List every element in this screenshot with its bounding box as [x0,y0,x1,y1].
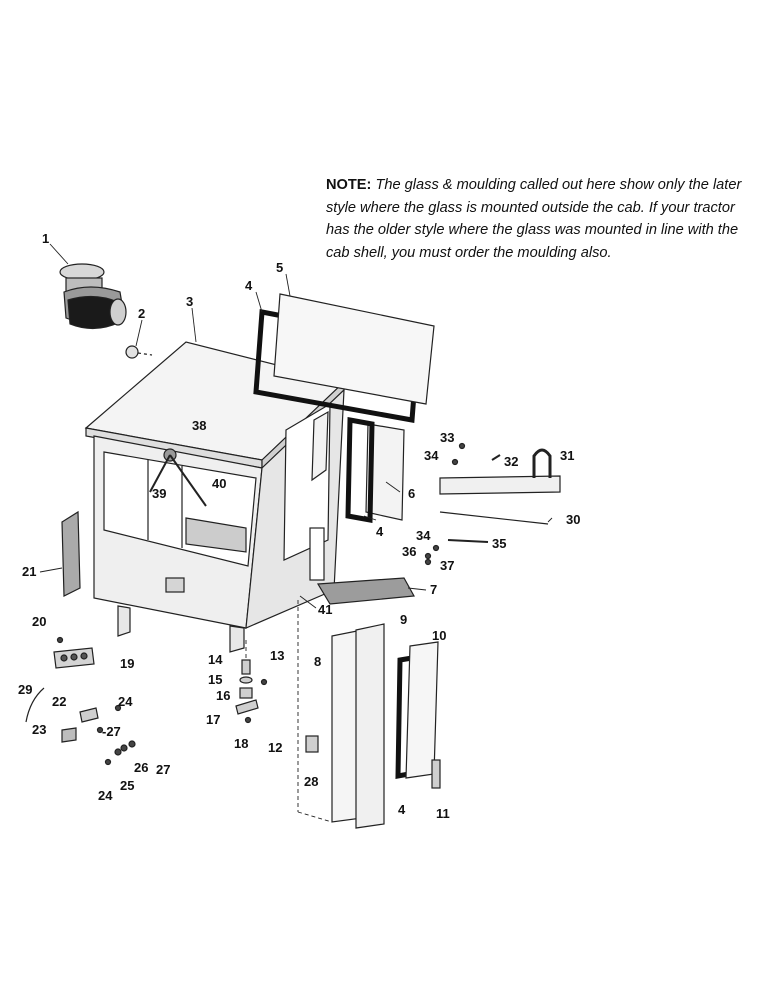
callout-23: 23 [32,722,46,737]
callout-37: 37 [440,558,454,573]
callout-19: 19 [120,656,134,671]
callout-7: 7 [430,582,437,597]
callout-15: 15 [208,672,222,687]
callout-28: 28 [304,774,318,789]
floor-mat-part [316,577,415,605]
callout-34a: 34 [424,448,439,463]
glass-side-part [365,423,405,521]
callout-26: 26 [134,760,148,775]
callout-9: 9 [400,612,407,627]
callout-29: 29 [18,682,32,697]
hardware-parts [424,442,501,566]
callout-6: 6 [408,486,415,501]
callout-36: 36 [402,544,416,559]
u-bolt-part [532,448,552,478]
moulding-side-part [345,417,375,523]
side-panel-part [61,510,81,597]
callout-10: 10 [432,628,446,643]
hinge-part [305,735,319,753]
rail-part [439,475,561,495]
callout-32: 32 [504,454,518,469]
callout-27b: 27 [156,762,170,777]
callout-14: 14 [208,652,223,667]
callout-16: 16 [216,688,230,703]
note-body: The glass & moulding called out here sho… [326,177,742,261]
callout-40: 40 [212,476,226,491]
callout-25: 25 [120,778,134,793]
knob-part [125,345,153,359]
callout-20: 20 [32,614,46,629]
latch-part [431,759,441,789]
callout-8: 8 [314,654,321,669]
note-text-block: NOTE: The glass & moulding called out he… [326,174,756,264]
callout-11: 11 [436,806,450,821]
callout-5: 5 [276,260,283,275]
callout-35: 35 [492,536,506,551]
callout-41: 41 [318,602,332,617]
note-label: NOTE: [326,177,372,193]
callout-12: 12 [268,740,282,755]
callout-4: 4 [245,278,253,293]
callout-30: 30 [566,512,580,527]
cab-shell-part [84,341,346,653]
callout-17: 17 [206,712,220,727]
callout-27a: -27 [102,724,121,739]
callout-1: 1 [42,231,49,246]
cab-mount-hardware [235,659,268,724]
callout-38: 38 [192,418,206,433]
callout-31: 31 [560,448,574,463]
wiring-switch-part [25,687,136,766]
callout-24: 24 [118,694,133,709]
blower-assembly-part [59,263,127,330]
callout-2: 2 [138,306,145,321]
callout-33: 33 [440,430,454,445]
callout-24b: 24 [98,788,113,803]
switch-panel-part [53,636,95,669]
glass-top-part [273,293,435,405]
door-glass-part [355,623,385,829]
callout-22: 22 [52,694,66,709]
callout-3: 3 [186,294,193,309]
callout-labels: 1 2 3 4 5 6 4 7 8 9 10 4 11 12 13 14 15 … [18,231,580,821]
callout-13: 13 [270,648,284,663]
callout-34b: 34 [416,528,431,543]
callout-4b: 4 [376,524,384,539]
callout-4c: 4 [398,802,406,817]
callout-21: 21 [22,564,36,579]
callout-39: 39 [152,486,166,501]
callout-18: 18 [234,736,248,751]
door-window-part [405,641,439,779]
